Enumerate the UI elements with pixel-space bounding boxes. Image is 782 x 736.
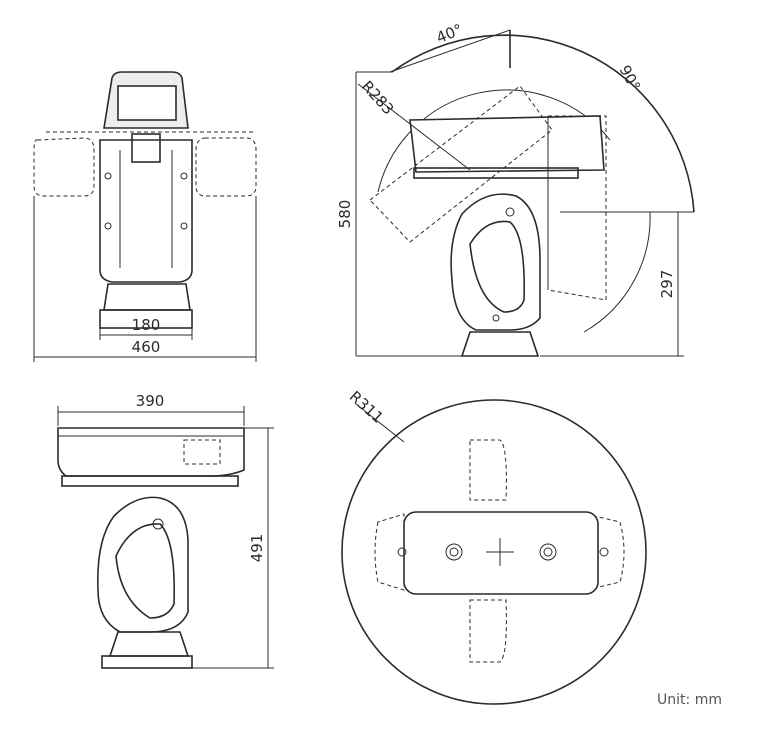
- front-view: 180 460: [33, 71, 257, 362]
- dim-491: 491: [248, 534, 266, 563]
- rear-hatch: [183, 439, 221, 465]
- front-right-lamp: [195, 137, 257, 197]
- radius-r311: R311: [346, 387, 387, 427]
- rear-view: 390 491: [57, 392, 274, 669]
- side-view: 40° 90° R283 580 297: [336, 20, 695, 357]
- front-base: [103, 283, 191, 311]
- front-left-lamp: [33, 137, 95, 197]
- rear-foot: [101, 655, 193, 669]
- front-body: [99, 139, 193, 283]
- dim-297: 297: [658, 270, 676, 299]
- angle-40: 40°: [434, 20, 465, 47]
- front-window: [117, 85, 177, 121]
- front-foot: [99, 309, 193, 329]
- angle-90: 90°: [616, 62, 644, 94]
- radius-r283: R283: [358, 77, 398, 118]
- front-neck: [131, 133, 161, 163]
- side-camera-body: [409, 115, 605, 173]
- dim-180: 180: [132, 316, 161, 334]
- dim-390: 390: [136, 392, 165, 410]
- top-view: R311: [341, 387, 647, 705]
- top-lamp-top: [469, 439, 507, 501]
- top-camera-body: [403, 511, 599, 595]
- top-circle: [341, 399, 647, 705]
- side-arc-outer: [391, 34, 695, 213]
- side-camera-tilted: [369, 85, 553, 243]
- rear-camera-body: [57, 427, 245, 477]
- dim-580: 580: [336, 200, 354, 229]
- side-pan-body: [450, 193, 541, 331]
- rear-pan-body: [97, 496, 189, 633]
- top-lamp-bottom: [469, 599, 507, 663]
- side-base: [460, 331, 540, 357]
- unit-label: Unit: mm: [657, 692, 722, 708]
- dim-460: 460: [132, 338, 161, 356]
